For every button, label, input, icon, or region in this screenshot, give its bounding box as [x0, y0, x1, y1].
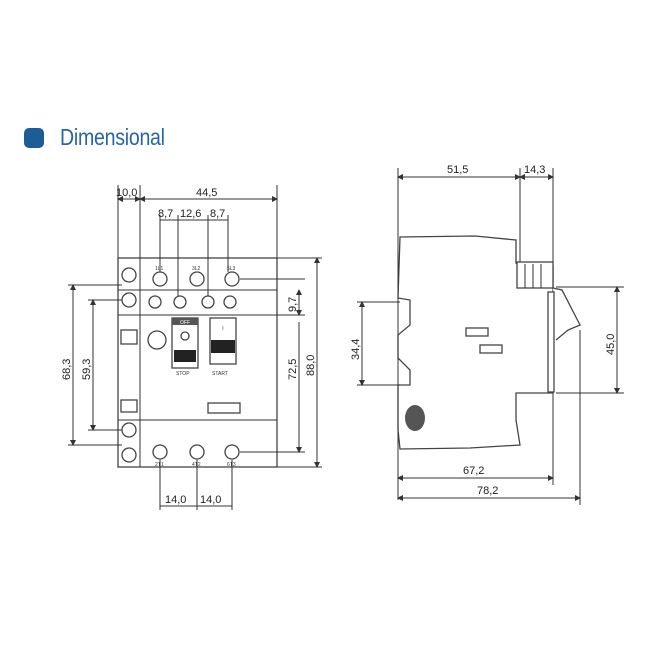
front-view: 1L1 3L2 5L3 OFF STOP I START [61, 185, 322, 510]
drawing-line [120, 329, 138, 345]
drawing-label: 4T2 [192, 462, 201, 468]
dim-left-outer: 68,3 [61, 359, 73, 380]
dim-bottom-pitch-2: 14,0 [200, 494, 221, 506]
drawing-line [224, 444, 240, 460]
drawing-line [120, 399, 138, 413]
dim-depth-body: 67,2 [463, 465, 484, 477]
dim-strip-width: 10,0 [116, 187, 137, 199]
dim-knob-height: 45,0 [605, 334, 617, 355]
section-title: Dimensional [60, 124, 165, 150]
dim-pitch-mid: 12,6 [180, 208, 201, 220]
drawing-line [201, 295, 215, 309]
bullet-icon [24, 127, 44, 148]
stop-button: OFF STOP [171, 317, 199, 377]
drawing-line [121, 267, 137, 283]
drawing-line [173, 295, 187, 309]
dim-total-height: 88,0 [305, 355, 317, 376]
dim-left-inner: 59,3 [81, 359, 93, 380]
drawing-label: 2T1 [155, 462, 164, 468]
drawing-line [121, 422, 137, 438]
drawing-line [189, 444, 205, 460]
drawing-line [174, 350, 196, 362]
side-knob [552, 287, 581, 341]
drawing-line [207, 402, 241, 414]
drawing-label: 6T3 [227, 462, 236, 468]
drawing-label: 1L1 [155, 266, 164, 272]
drawing-line [224, 271, 240, 287]
drawing-label: 5L3 [227, 266, 236, 272]
drawing-line [180, 331, 190, 341]
drawing-line [547, 291, 555, 393]
drawing-label: OFF [180, 320, 190, 326]
bottom-terminals: 2T1 4T2 6T3 [152, 444, 240, 468]
section-header: Dimensional [24, 124, 183, 151]
dim-terminal-span: 72,5 [287, 359, 299, 380]
drawing-label: I [222, 326, 223, 332]
drawing-line [172, 318, 198, 325]
dim-body-width: 44,5 [196, 187, 217, 199]
aux-terminals [148, 295, 237, 309]
drawing-line [189, 271, 205, 287]
drawing-label: 3L2 [192, 266, 201, 272]
drawing-line [152, 444, 168, 460]
dim-depth-main: 51,5 [447, 164, 468, 176]
drawing-line [121, 292, 137, 308]
dim-depth-extra: 14,3 [524, 164, 545, 176]
dim-pitch-right: 8,7 [210, 208, 225, 220]
drawing-line [148, 295, 162, 309]
drawing-label: STOP [176, 371, 190, 377]
dim-depth-total: 78,2 [477, 485, 498, 497]
dim-bottom-pitch-1: 14,0 [165, 494, 186, 506]
side-view: 51,5 14,3 34,4 45,0 67,2 78,2 [350, 164, 624, 505]
side-top-clip [516, 261, 554, 289]
strip-terminals [121, 267, 137, 463]
drawing-label: START [212, 371, 228, 377]
dim-pitch-left: 8,7 [158, 208, 173, 220]
side-grip [405, 405, 425, 431]
drawing-line [211, 340, 235, 353]
start-button: I START [209, 317, 237, 377]
dim-aux-height: 9,7 [287, 297, 299, 312]
current-dial [147, 330, 167, 350]
drawing-line [152, 271, 168, 287]
drawing-line [121, 447, 137, 463]
drawing-line [465, 327, 489, 337]
dim-rail-height: 34,4 [350, 339, 362, 360]
top-terminals: 1L1 3L2 5L3 [152, 266, 240, 287]
drawing-line [223, 295, 237, 309]
drawing-line [479, 344, 503, 354]
